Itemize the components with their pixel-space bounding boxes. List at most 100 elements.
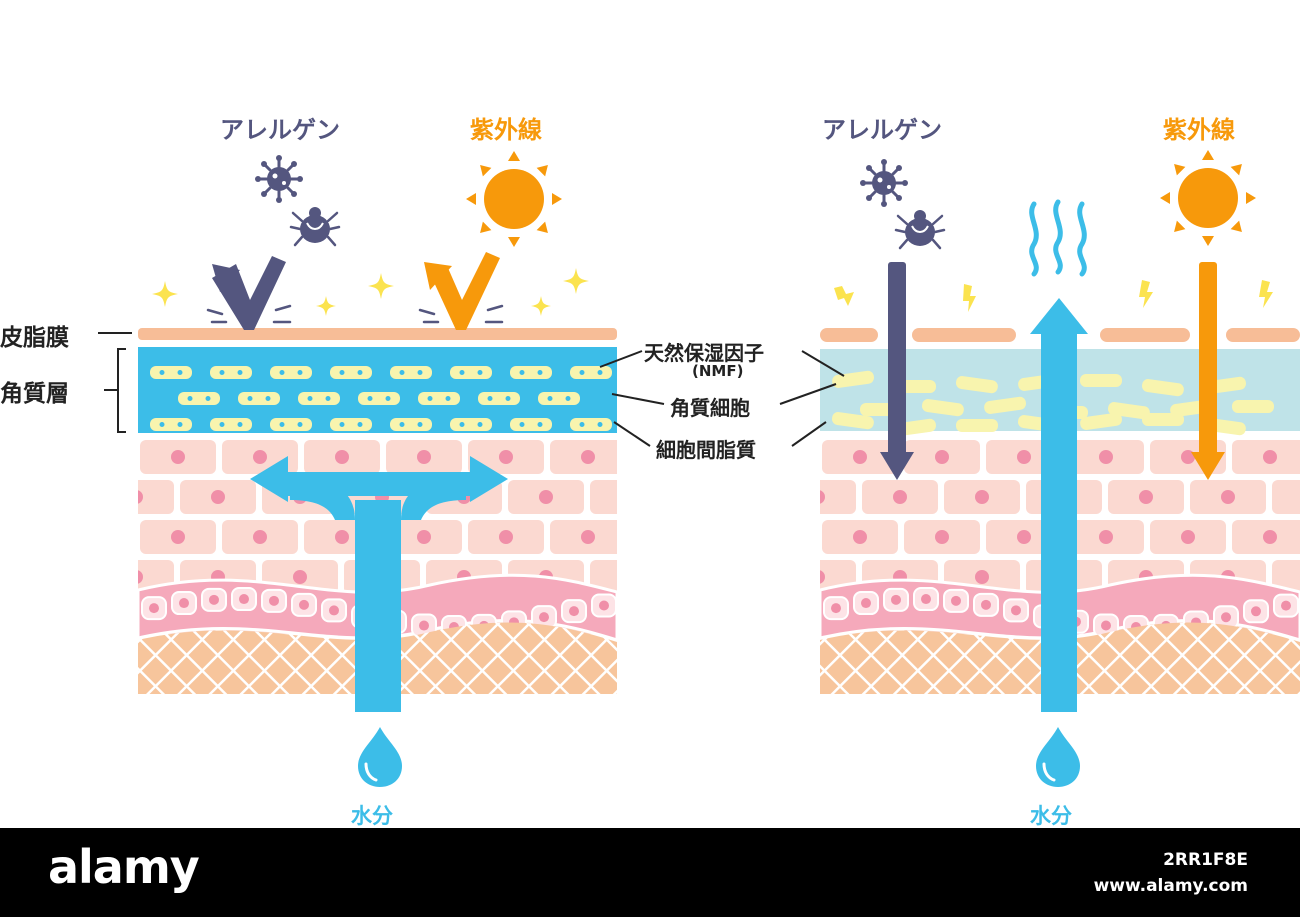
- corneocyte-cell: [178, 392, 220, 405]
- cell-nucleus: [499, 530, 513, 544]
- corneocyte-cell: [1141, 379, 1184, 397]
- cell-nucleus: [138, 490, 143, 504]
- healthy-allergen-label: アレルゲン: [220, 116, 340, 144]
- sparkle-icon: [152, 268, 589, 316]
- corneocyte-cell: [510, 366, 552, 379]
- sun-icon: [466, 151, 562, 247]
- corneocyte-cell: [510, 418, 552, 431]
- water-drop-icon: [1036, 727, 1080, 787]
- corneocyte-cell: [390, 366, 432, 379]
- corneocyte-label: 角質細胞: [670, 396, 750, 420]
- cell-nucleus: [417, 450, 431, 464]
- corneocyte-cell: [330, 418, 372, 431]
- cell-nucleus: [820, 570, 825, 584]
- cell-nucleus: [253, 530, 267, 544]
- basal-nucleus: [921, 594, 931, 605]
- basal-nucleus: [299, 599, 309, 610]
- water-drop-icon: [358, 727, 402, 787]
- cell-nucleus: [171, 530, 185, 544]
- corneocyte-cell: [831, 412, 874, 430]
- corneocyte-cell: [150, 366, 192, 379]
- sebum-film: [138, 328, 617, 340]
- sun-ray: [1230, 164, 1242, 176]
- corneocyte-cell: [955, 376, 998, 394]
- intercellular-lipid-label: 細胞間脂質: [656, 438, 756, 462]
- cell-nucleus: [1263, 530, 1277, 544]
- epidermis-cell: [590, 480, 617, 514]
- dry-uv-label: 紫外線: [1163, 116, 1235, 144]
- water-retention-arrow: [250, 456, 508, 712]
- corneocyte-cell: [150, 418, 192, 431]
- lightning-icon: [834, 280, 1273, 312]
- corneocyte-cell: [921, 399, 964, 417]
- corneocyte-cell: [538, 392, 580, 405]
- virus-icon: [255, 155, 303, 203]
- sun-ray: [1174, 220, 1186, 232]
- mite-icon: [894, 210, 946, 250]
- sun-ray: [480, 165, 492, 177]
- basal-nucleus: [269, 595, 279, 606]
- basal-nucleus: [599, 600, 609, 611]
- uv-blocked-check-icon: [418, 252, 504, 330]
- corneocyte-cell: [418, 392, 460, 405]
- cell-nucleus: [253, 450, 267, 464]
- healthy-skin-section: [98, 151, 665, 787]
- epidermis-cell: [820, 480, 856, 514]
- basal-nucleus: [179, 598, 189, 609]
- cell-nucleus: [293, 570, 307, 584]
- corneocyte-cell: [270, 366, 312, 379]
- cell-nucleus: [539, 490, 553, 504]
- nmf-abbr-label: (NMF): [692, 362, 744, 380]
- sun-ray: [1202, 236, 1214, 246]
- basal-nucleus: [209, 594, 219, 605]
- cell-nucleus: [853, 450, 867, 464]
- basal-nucleus: [419, 620, 429, 631]
- cell-nucleus: [621, 490, 635, 504]
- cell-nucleus: [1017, 450, 1031, 464]
- callout-lines: [779, 350, 845, 447]
- corneocyte-cell: [1142, 413, 1184, 426]
- sun-ray: [480, 221, 492, 233]
- cell-nucleus: [1181, 530, 1195, 544]
- dry-water-label: 水分: [1030, 804, 1072, 828]
- cell-nucleus: [935, 530, 949, 544]
- cell-nucleus: [499, 450, 513, 464]
- basal-nucleus: [1221, 612, 1231, 623]
- sebum-film-label: 皮脂膜: [0, 325, 69, 351]
- cell-nucleus: [975, 570, 989, 584]
- basal-nucleus: [831, 603, 841, 614]
- corneocyte-cell: [298, 392, 340, 405]
- cell-nucleus: [1181, 450, 1195, 464]
- basal-nucleus: [539, 612, 549, 623]
- corneocyte-cell: [270, 418, 312, 431]
- cell-nucleus: [621, 570, 635, 584]
- allergen-blocked-check-icon: [206, 256, 292, 330]
- epidermis-cell: [1272, 480, 1300, 514]
- cell-nucleus: [1017, 530, 1031, 544]
- dry-allergen-label: アレルゲン: [822, 116, 942, 144]
- healthy-water-label: 水分: [351, 804, 393, 828]
- cell-nucleus: [1263, 450, 1277, 464]
- cell-nucleus: [581, 530, 595, 544]
- image-id: 2RR1F8E: [1163, 850, 1248, 870]
- water-loss-arrow: [1030, 298, 1088, 712]
- basal-nucleus: [329, 605, 339, 616]
- basal-nucleus: [1281, 600, 1291, 611]
- broken-sebum-film: [820, 328, 1300, 342]
- cell-nucleus: [853, 530, 867, 544]
- corneocyte-cell: [1080, 412, 1122, 430]
- corneocyte-cell: [390, 418, 432, 431]
- cell-nucleus: [171, 450, 185, 464]
- corneocyte-cell: [358, 392, 400, 405]
- corneocyte-cell: [956, 419, 998, 432]
- callout-lines: [599, 350, 665, 447]
- sun-ray: [508, 237, 520, 247]
- basal-nucleus: [1011, 605, 1021, 616]
- cell-nucleus: [335, 530, 349, 544]
- corneocyte-cell: [450, 366, 492, 379]
- basal-nucleus: [239, 594, 249, 605]
- cell-nucleus: [138, 570, 143, 584]
- basal-nucleus: [569, 606, 579, 617]
- corneocyte-cell: [238, 392, 280, 405]
- sun-ray: [536, 221, 548, 233]
